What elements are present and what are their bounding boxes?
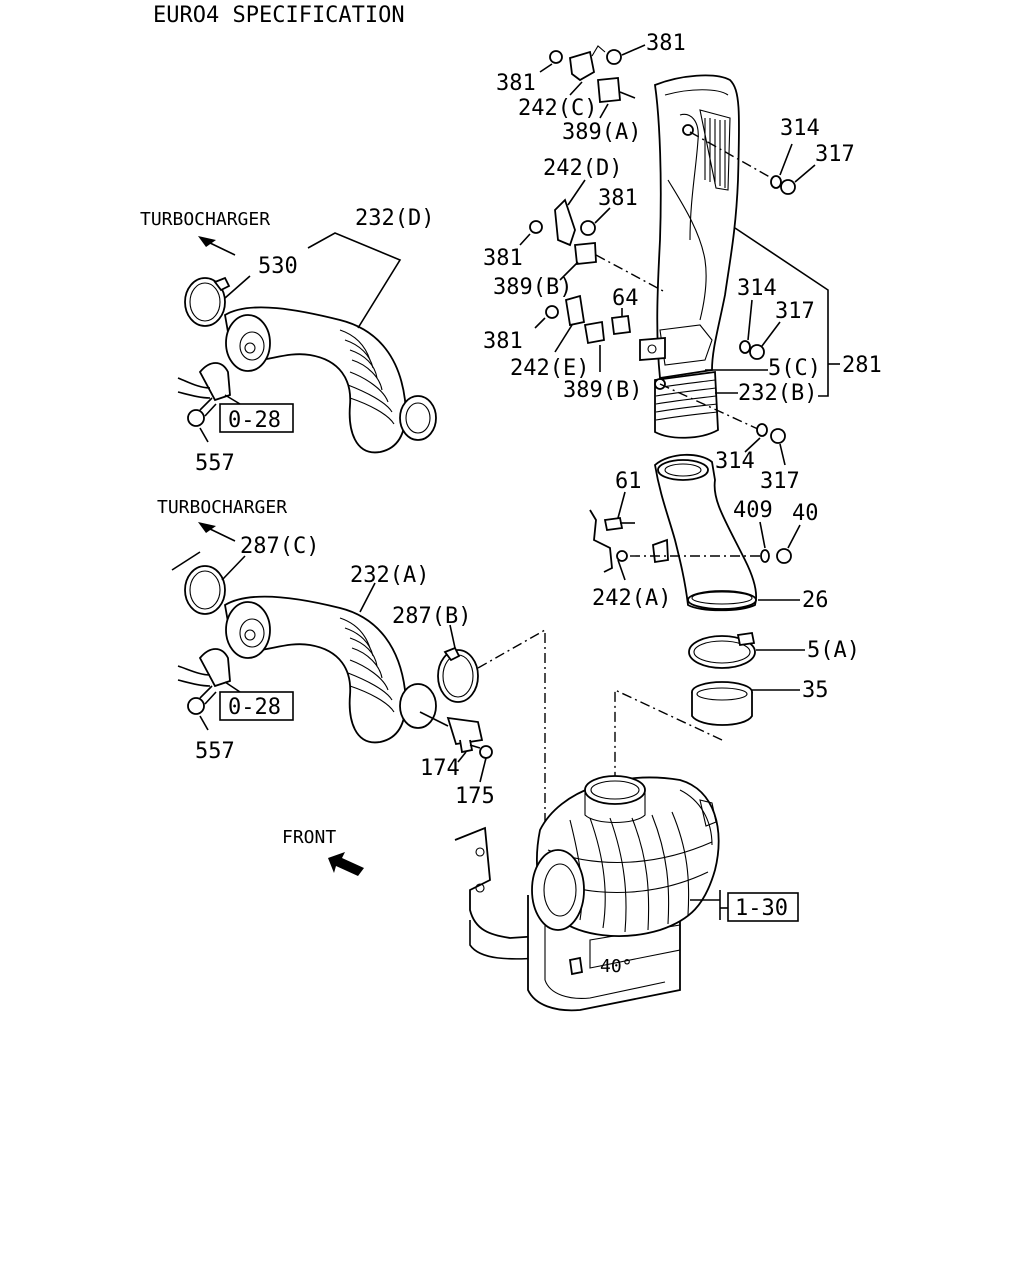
upper-intake-hose-assembly: TURBOCHARGER 232(D) 530 bbox=[140, 206, 437, 476]
callout-242D: 242(D) bbox=[543, 156, 622, 181]
turbocharger-label-upper: TURBOCHARGER bbox=[140, 209, 270, 230]
arrow-head-icon bbox=[198, 236, 216, 247]
air-duct-281 bbox=[654, 74, 740, 380]
callout-530: 530 bbox=[258, 254, 298, 279]
front-label: FRONT bbox=[282, 827, 336, 848]
washer-314-lower bbox=[756, 423, 768, 437]
ref-1-30: 1-30 bbox=[735, 896, 788, 921]
callout-317-upper: 317 bbox=[815, 142, 855, 167]
turbocharger-label-lower: TURBOCHARGER bbox=[157, 497, 287, 518]
callout-232B: 232(B) bbox=[738, 381, 817, 406]
callout-64: 64 bbox=[612, 286, 639, 311]
mount-389B-upper bbox=[574, 242, 597, 265]
callout-287B: 287(B) bbox=[392, 604, 471, 629]
bolt-557-upper bbox=[187, 409, 205, 427]
callout-317-lower: 317 bbox=[760, 469, 800, 494]
diagram-title: EURO4 SPECIFICATION bbox=[153, 3, 405, 28]
svg-text:40°: 40° bbox=[600, 956, 633, 977]
bracket-242D bbox=[554, 198, 576, 247]
ref-box-0-28-lower bbox=[219, 691, 294, 721]
callout-381-mid-right: 381 bbox=[598, 186, 638, 211]
front-direction-indicator: FRONT bbox=[282, 827, 364, 876]
bolt-64 bbox=[610, 314, 632, 336]
callout-557-lower: 557 bbox=[195, 739, 235, 764]
arrow-head-icon bbox=[198, 522, 216, 533]
callout-389B-upper: 389(B) bbox=[493, 275, 572, 300]
callout-409: 409 bbox=[733, 498, 773, 523]
nut-317-upper bbox=[780, 179, 796, 195]
air-cleaner-assembly: 40° 1-30 bbox=[454, 775, 799, 1012]
nut-381 bbox=[549, 50, 563, 64]
hose-clamp-5A bbox=[688, 635, 756, 669]
nut-317-mid bbox=[749, 344, 765, 360]
front-arrow-icon bbox=[328, 852, 364, 876]
callout-5C: 5(C) bbox=[768, 356, 821, 381]
bracket-242A bbox=[589, 509, 613, 573]
ref-0-28-lower: 0-28 bbox=[228, 695, 281, 720]
callout-175: 175 bbox=[455, 784, 495, 809]
callout-61: 61 bbox=[615, 469, 642, 494]
callout-40: 40 bbox=[792, 501, 819, 526]
lower-intake-hose-assembly: TURBOCHARGER 287(C) 232(A) 287(B) bbox=[157, 497, 546, 960]
nut-317-lower bbox=[770, 428, 786, 444]
callout-281: 281 bbox=[842, 353, 882, 378]
callout-314-upper: 314 bbox=[780, 116, 820, 141]
callout-5A: 5(A) bbox=[807, 638, 860, 663]
callout-242E: 242(E) bbox=[510, 356, 589, 381]
callout-317-mid: 317 bbox=[775, 299, 815, 324]
callout-35: 35 bbox=[802, 678, 829, 703]
washer-409 bbox=[760, 549, 770, 563]
ref-box-1-30 bbox=[727, 892, 799, 922]
ref-box-0-28-upper bbox=[219, 403, 294, 433]
air-cleaner-inlet bbox=[584, 775, 646, 805]
callout-381-top-right: 381 bbox=[646, 31, 686, 56]
ref-0-28-upper: 0-28 bbox=[228, 408, 281, 433]
bracket-242E bbox=[564, 294, 586, 327]
air-inlet-duct-assembly: 381 381 242(C) 389(A) 314 bbox=[483, 31, 882, 790]
hose-clamp-287B bbox=[437, 649, 479, 703]
callout-314-mid: 314 bbox=[737, 276, 777, 301]
callout-314-lower: 314 bbox=[715, 449, 755, 474]
callout-174: 174 bbox=[420, 756, 460, 781]
callout-389B-lower: 389(B) bbox=[563, 378, 642, 403]
callout-242A: 242(A) bbox=[592, 586, 671, 611]
bolt-557-lower bbox=[187, 697, 205, 715]
callout-389A: 389(A) bbox=[562, 120, 641, 145]
callout-232A: 232(A) bbox=[350, 563, 429, 588]
hose-clamp-287C bbox=[184, 565, 226, 615]
callout-381-top-left: 381 bbox=[496, 71, 536, 96]
callout-287C: 287(C) bbox=[240, 534, 319, 559]
mount-389B-lower bbox=[583, 320, 605, 345]
screw-175 bbox=[479, 745, 493, 759]
callout-557-upper: 557 bbox=[195, 451, 235, 476]
hose-clamp-530 bbox=[184, 277, 226, 327]
bracket-242C bbox=[569, 50, 596, 82]
callout-381-lower: 381 bbox=[483, 329, 523, 354]
callout-232D: 232(D) bbox=[355, 206, 434, 231]
washer-314-upper bbox=[770, 175, 782, 189]
bent-duct-26 bbox=[654, 453, 758, 612]
bolt-61 bbox=[603, 516, 624, 532]
callout-381-mid-left: 381 bbox=[483, 246, 523, 271]
nut-40 bbox=[776, 548, 792, 564]
bellows-232B bbox=[654, 370, 719, 439]
mounting-bracket-left bbox=[454, 826, 541, 939]
mount-389A bbox=[597, 77, 621, 103]
callout-26: 26 bbox=[802, 588, 829, 613]
intake-sensor-174 bbox=[446, 716, 484, 746]
washer-314-mid bbox=[739, 340, 751, 354]
callout-242C: 242(C) bbox=[518, 96, 597, 121]
